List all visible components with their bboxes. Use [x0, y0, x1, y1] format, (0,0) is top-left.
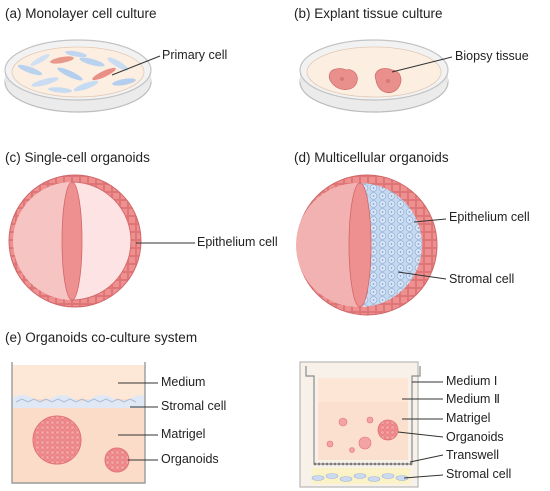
stromal-label-e: Stromal cell — [161, 399, 227, 413]
medium2-label: Medium Ⅱ — [446, 392, 501, 406]
organoids-label-e: Organoids — [161, 452, 219, 466]
biopsy-tissue — [328, 68, 402, 94]
transwell-label: Transwell — [446, 448, 500, 462]
primary-cell-label: Primary cell — [162, 48, 228, 62]
panel-b-title: (b) Explant tissue culture — [294, 6, 443, 21]
epithelium-label-c: Epithelium cell — [197, 235, 278, 249]
multicellular-organoid — [296, 174, 438, 316]
epithelium-label-d: Epithelium cell — [449, 210, 530, 224]
epithelium-leader-d — [413, 218, 447, 223]
matrigel-label-r: Matrigel — [446, 411, 491, 425]
stromal-leader-r — [403, 474, 444, 479]
panel-e-title: (e) Organoids co-culture system — [5, 330, 198, 345]
stromal-leader-d — [397, 271, 447, 280]
primary-cell-leader — [111, 55, 161, 76]
transwell-system — [299, 361, 421, 488]
panel-a-title: (a) Monolayer cell culture — [5, 6, 157, 21]
transwell-leader — [409, 454, 444, 463]
panel-d-title: (d) Multicellular organoids — [294, 150, 449, 165]
organoids-label-r: Organoids — [446, 430, 504, 444]
explant-dish — [299, 39, 449, 113]
biopsy-tissue-label: Biopsy tissue — [455, 49, 529, 63]
coculture-well-left — [11, 362, 146, 484]
panel-c-title: (c) Single-cell organoids — [5, 150, 150, 165]
stromal-label-d: Stromal cell — [449, 272, 515, 286]
single-cell-organoid — [8, 174, 142, 308]
medium1-label: Medium I — [446, 374, 498, 388]
stromal-label-r: Stromal cell — [446, 467, 512, 481]
matrigel-label-e: Matrigel — [161, 427, 206, 441]
organoids-leader-r — [397, 431, 444, 438]
biopsy-leader — [391, 56, 453, 73]
primary-cells — [17, 50, 136, 93]
medium-label: Medium — [161, 375, 206, 389]
